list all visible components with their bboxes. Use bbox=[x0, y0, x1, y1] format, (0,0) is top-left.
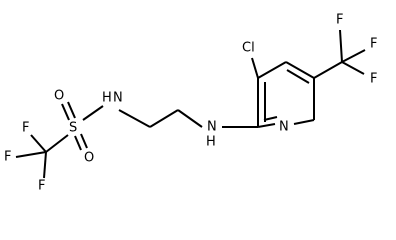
bond-c3-c4 bbox=[257, 61, 287, 79]
atom-label-amine-n: N bbox=[207, 120, 217, 135]
bond-n1-c2 bbox=[257, 123, 276, 128]
bond-c-f-sulfonyl-left bbox=[15, 151, 47, 158]
atom-label-sulfonyl-f-bottom: F bbox=[38, 179, 45, 194]
chemical-structure-diagram: Cl F F F N N H H N S O O F F F bbox=[4, 13, 377, 194]
atom-label-ring-f-right: F bbox=[370, 37, 377, 52]
bond-c4-c5 bbox=[285, 61, 315, 79]
bond-n-s bbox=[82, 105, 104, 121]
atom-label-chlorine: Cl bbox=[242, 41, 255, 56]
bond-nh-ch2 bbox=[177, 109, 203, 128]
bond-c5-cf3 bbox=[313, 61, 343, 79]
atom-label-sulfonyl-f-top: F bbox=[22, 121, 29, 136]
bond-c-f-right bbox=[341, 49, 366, 63]
pyridine-ring bbox=[257, 61, 315, 128]
bond-s-cf3 bbox=[45, 134, 69, 153]
atom-label-sulfur: S bbox=[69, 121, 77, 136]
bond-s-o-bottom-b bbox=[80, 133, 88, 149]
bond-c6-n1 bbox=[293, 119, 315, 125]
bond-c3-cl bbox=[251, 57, 259, 79]
bond-n1-c2-inner bbox=[263, 116, 278, 121]
bond-c-f-top bbox=[339, 29, 343, 63]
atom-label-sulfonamide-h: H bbox=[102, 91, 112, 106]
bond-c-f-bottom bbox=[341, 61, 365, 75]
atom-label-ring-f-top: F bbox=[336, 13, 343, 28]
bond-ch2-ch2 bbox=[149, 109, 179, 128]
atom-label-sulfonamide-n: N bbox=[113, 91, 123, 106]
atom-label-pyridine-n: N bbox=[279, 120, 289, 135]
atom-label-amine-h: H bbox=[206, 135, 216, 150]
bond-c4-c5-inner bbox=[286, 69, 310, 84]
atom-label-oxygen-top: O bbox=[54, 89, 64, 104]
bond-s-o-top-a bbox=[61, 103, 70, 121]
bond-c-f-sulfonyl-top bbox=[30, 134, 47, 153]
atom-label-sulfonyl-f-left: F bbox=[4, 150, 11, 165]
bond-s-o-top-b bbox=[67, 101, 76, 119]
bond-ch2-nh-sulfonamide bbox=[118, 109, 151, 128]
atom-label-oxygen-bottom: O bbox=[84, 151, 94, 166]
bond-s-o-bottom-a bbox=[74, 135, 82, 151]
atom-label-ring-f-bottom: F bbox=[370, 72, 377, 87]
bond-c-f-sulfonyl-bottom bbox=[43, 151, 47, 179]
